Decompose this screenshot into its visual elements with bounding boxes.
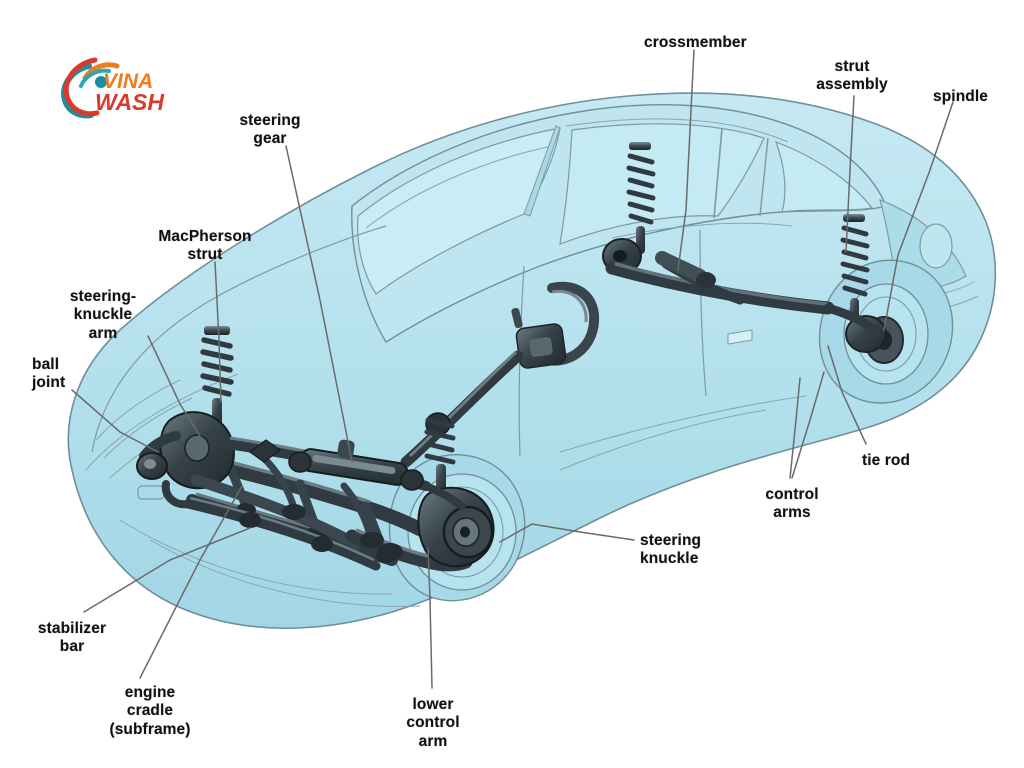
label-steering-knuckle-arm: steering- knuckle arm <box>69 288 137 342</box>
label-steering-gear: steering gear <box>239 112 301 148</box>
strut-hub-center-left <box>613 250 627 262</box>
label-engine-cradle: engine cradle (subframe) <box>109 684 191 738</box>
steering-knuckle-arm-leader <box>147 335 201 437</box>
steering-wheel-highlight <box>551 289 588 323</box>
rack-end-right <box>400 469 424 491</box>
label-crossmember: crossmember <box>644 34 747 51</box>
label-control-arms: control arms <box>765 486 819 522</box>
label-stabilizer-bar: stabilizer bar <box>37 620 107 656</box>
b-pillar <box>713 127 723 219</box>
front-suspension-assembly <box>136 326 495 572</box>
strut-hub-right <box>845 315 887 353</box>
stabilizer-bar-end-left <box>161 480 192 509</box>
rear-door-line <box>699 229 707 397</box>
floorpan-line-1 <box>149 539 421 607</box>
a-pillar <box>523 125 561 217</box>
rear-suspension-assembly <box>602 142 887 353</box>
strut-coil-spring <box>200 337 234 397</box>
macpherson-strut-right <box>424 417 456 494</box>
stabilizer-bushing-1 <box>239 512 261 528</box>
control-arms-leader-a <box>789 377 801 479</box>
door-handle <box>727 329 753 345</box>
ball-joint-left <box>136 452 168 480</box>
logo-text-line2: WASH <box>95 89 164 115</box>
turn-signal-stalk <box>511 307 523 329</box>
grille-line-1 <box>95 379 181 441</box>
strut-mount-left <box>629 142 651 150</box>
steering-knuckle-leader <box>499 523 635 543</box>
logo-swirl-icon <box>61 57 120 119</box>
strut-rod-right-front <box>436 464 446 494</box>
rack-highlight <box>312 454 396 475</box>
floorpan-line-2 <box>119 519 393 595</box>
label-steering-knuckle: steering knuckle <box>640 532 702 568</box>
cradle-link-bushing-1 <box>282 504 306 520</box>
ball-joint-leader <box>71 389 159 453</box>
macpherson-strut-leader <box>214 261 222 403</box>
strut-top-mount <box>204 326 230 335</box>
strut-assembly-leader <box>845 95 855 253</box>
label-ball-joint: ball joint <box>32 356 66 392</box>
hood-edge <box>91 225 387 453</box>
lower-control-arm-left <box>190 474 362 550</box>
vinawash-logo[interactable]: VINA WASH <box>55 52 185 124</box>
c-pillar <box>759 137 769 217</box>
steering-gear-rack <box>288 439 424 491</box>
horn-pad <box>529 337 553 357</box>
ball-joint-stud <box>144 459 156 469</box>
rack-pinion-housing <box>337 439 355 459</box>
rear-side-window <box>774 140 874 213</box>
label-macpherson-strut: MacPherson strut <box>158 228 252 264</box>
logo-text-line1: VINA <box>103 70 153 93</box>
stabilizer-bar-leader <box>83 527 251 613</box>
spindle-leader <box>883 101 954 331</box>
lower-control-arm-leader <box>427 547 433 689</box>
label-strut-assembly: strut assembly <box>816 58 888 94</box>
knuckle-left-bore <box>184 434 210 462</box>
tie-rod-leader <box>827 345 867 445</box>
label-lower-control-arm: lower control arm <box>406 696 460 750</box>
lca-right-bushing <box>377 543 403 561</box>
label-spindle: spindle <box>933 88 988 105</box>
cradle-bracket <box>248 439 282 463</box>
windshield-trim <box>365 145 553 229</box>
control-arms-leader-b <box>791 371 825 479</box>
rocker-panel <box>559 395 807 453</box>
steering-wheel-rim <box>543 281 600 366</box>
rear-bushing <box>696 272 716 288</box>
tail-lamp <box>919 223 953 269</box>
roof-line <box>565 118 789 143</box>
cradle-link-bushing-2 <box>360 532 384 548</box>
crossmember-leader <box>677 49 695 271</box>
tie-rod-end <box>422 482 466 510</box>
steering-shaft-highlight <box>408 350 518 458</box>
front-spindle-nose <box>460 526 470 538</box>
strut-coil-spring-right <box>424 417 456 465</box>
engine-cradle-leader <box>139 485 243 679</box>
stabilizer-bar-member <box>183 499 381 571</box>
stabilizer-bar-highlight <box>189 496 375 562</box>
rear-control-link <box>655 251 707 283</box>
strut-mount-right <box>843 214 865 222</box>
sill-line <box>559 409 767 471</box>
steering-gear-leader <box>285 145 353 463</box>
leader-lines <box>71 49 954 689</box>
coil-spring-left <box>626 153 656 225</box>
front-fascia-line <box>85 373 239 471</box>
label-tie-rod: tie rod <box>862 452 911 469</box>
steering-knuckle-right <box>417 486 495 568</box>
front-side-window <box>559 123 765 245</box>
grille-line-2 <box>103 397 193 459</box>
rear-knuckle-link <box>823 303 881 337</box>
stabilizer-bushing-2 <box>311 536 333 552</box>
beltline <box>611 222 793 239</box>
steering-shaft <box>400 350 524 468</box>
cradle-link-2 <box>340 482 374 540</box>
rack-end-left <box>288 451 312 473</box>
